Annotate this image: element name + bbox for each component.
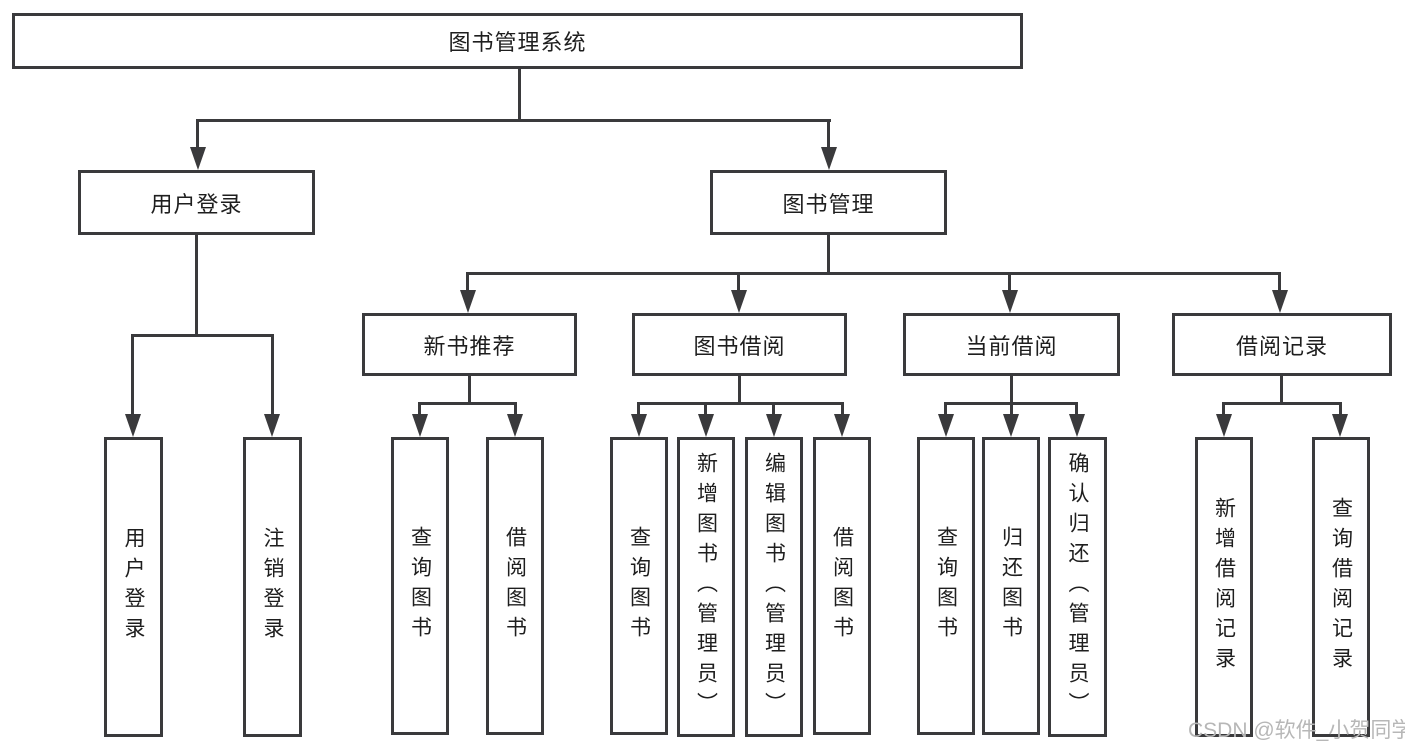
node-label: 确认归还（管理员）	[1066, 452, 1089, 722]
connector-line	[418, 402, 421, 417]
node-root: 图书管理系统	[12, 13, 1023, 69]
arrow-down-icon	[834, 414, 850, 437]
arrow-down-icon	[1216, 414, 1232, 437]
node-book-management: 图书管理	[710, 170, 947, 235]
node-label: 借阅记录	[1235, 333, 1328, 359]
connector-line	[196, 119, 831, 122]
connector-line	[704, 402, 707, 417]
node-label: 图书管理	[782, 191, 875, 217]
leaf-add-book-admin: 新增图书（管理员）	[677, 437, 735, 737]
leaf-query-borrow-record: 查询借阅记录	[1312, 437, 1370, 737]
arrow-down-icon	[766, 414, 782, 437]
node-book-borrowing: 图书借阅	[632, 313, 847, 376]
connector-line	[1280, 376, 1283, 405]
arrow-down-icon	[1069, 414, 1085, 437]
node-label: 查询图书	[934, 526, 958, 646]
connector-line	[514, 402, 517, 417]
connector-line	[772, 402, 775, 417]
node-label: 注销登录	[261, 527, 284, 647]
leaf-edit-book-admin: 编辑图书（管理员）	[745, 437, 803, 737]
connector-line	[1222, 402, 1341, 405]
leaf-confirm-return-admin: 确认归还（管理员）	[1048, 437, 1107, 737]
connector-line	[466, 272, 469, 294]
node-label: 借阅图书	[830, 526, 854, 646]
arrow-down-icon	[698, 414, 714, 437]
arrow-down-icon	[731, 290, 747, 313]
node-label: 图书借阅	[693, 333, 786, 359]
node-label: 新书推荐	[423, 333, 516, 359]
arrow-down-icon	[460, 290, 476, 313]
node-new-book-recommend: 新书推荐	[362, 313, 577, 376]
node-label: 用户登录	[122, 527, 145, 647]
leaf-query-books-3: 查询图书	[917, 437, 975, 735]
connector-line	[271, 334, 274, 418]
connector-line	[466, 272, 1281, 275]
connector-line	[841, 402, 844, 417]
connector-line	[1278, 272, 1281, 294]
node-user-login: 用户登录	[78, 170, 315, 235]
leaf-add-borrow-record: 新增借阅记录	[1195, 437, 1253, 737]
connector-line	[1010, 402, 1013, 417]
connector-line	[637, 402, 640, 417]
node-label: 新增借阅记录	[1212, 497, 1236, 677]
leaf-borrow-books-1: 借阅图书	[486, 437, 544, 735]
connector-line	[468, 376, 471, 405]
node-label: 图书管理系统	[448, 30, 587, 55]
connector-line	[827, 119, 830, 150]
arrow-down-icon	[1272, 290, 1288, 313]
arrow-down-icon	[631, 414, 647, 437]
node-label: 归还图书	[999, 526, 1023, 646]
connector-line	[1010, 376, 1013, 405]
node-label: 借阅图书	[503, 526, 527, 646]
connector-line	[131, 334, 274, 337]
arrow-down-icon	[412, 414, 428, 437]
arrow-down-icon	[190, 147, 206, 170]
node-label: 查询图书	[408, 526, 432, 646]
arrow-down-icon	[125, 414, 141, 437]
connector-line	[738, 376, 741, 405]
arrow-down-icon	[1002, 290, 1018, 313]
node-borrowing-records: 借阅记录	[1172, 313, 1392, 376]
connector-line	[195, 235, 198, 337]
connector-line	[1222, 402, 1225, 417]
connector-line	[196, 119, 199, 150]
connector-line	[637, 402, 844, 405]
leaf-borrow-books-2: 借阅图书	[813, 437, 871, 735]
leaf-logout: 注销登录	[243, 437, 302, 737]
leaf-query-books-2: 查询图书	[610, 437, 668, 735]
leaf-query-books-1: 查询图书	[391, 437, 449, 735]
connector-line	[518, 69, 521, 122]
connector-line	[1339, 402, 1342, 417]
arrow-down-icon	[1332, 414, 1348, 437]
connector-line	[944, 402, 947, 417]
connector-line	[1075, 402, 1078, 417]
arrow-down-icon	[1003, 414, 1019, 437]
leaf-return-book: 归还图书	[982, 437, 1040, 735]
node-label: 查询图书	[627, 526, 651, 646]
connector-line	[131, 334, 134, 418]
arrow-down-icon	[938, 414, 954, 437]
arrow-down-icon	[264, 414, 280, 437]
leaf-user-login: 用户登录	[104, 437, 163, 737]
node-label: 编辑图书（管理员）	[762, 452, 786, 722]
node-label: 新增图书（管理员）	[694, 452, 718, 722]
arrow-down-icon	[507, 414, 523, 437]
connector-line	[737, 272, 740, 294]
connector-line	[1008, 272, 1011, 294]
watermark: CSDN @软件_小贺同学	[1188, 719, 1405, 742]
node-current-borrowing: 当前借阅	[903, 313, 1120, 376]
node-label: 查询借阅记录	[1329, 497, 1353, 677]
arrow-down-icon	[821, 147, 837, 170]
connector-line	[827, 235, 830, 275]
node-label: 用户登录	[150, 191, 243, 217]
connector-line	[418, 402, 517, 405]
node-label: 当前借阅	[965, 333, 1058, 359]
